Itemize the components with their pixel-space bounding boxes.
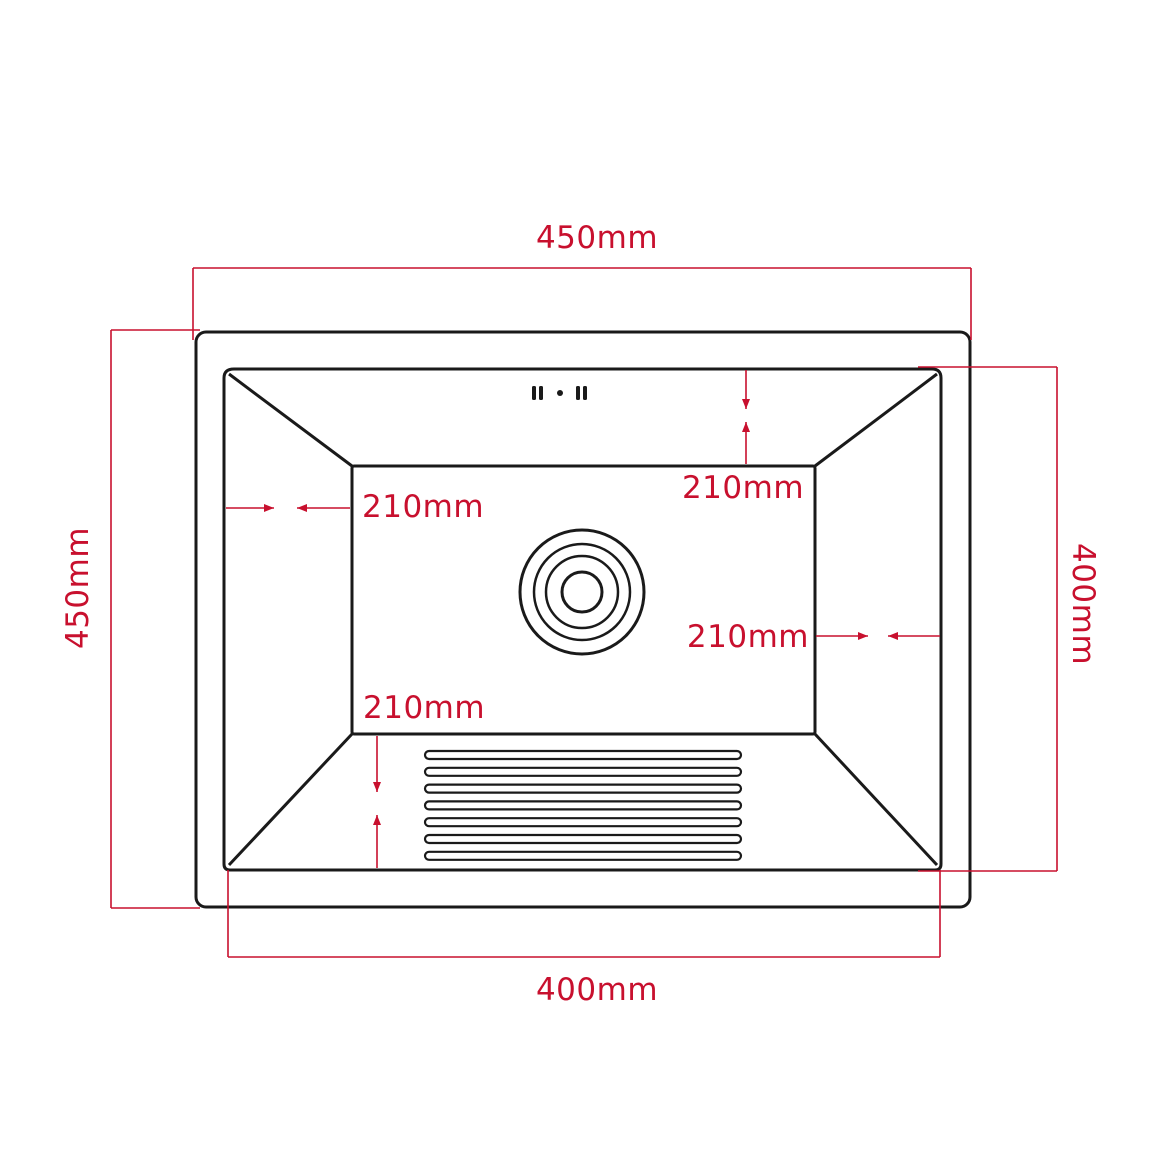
corner-line-bottom-right xyxy=(813,732,939,867)
dim-inner-left: 210mm xyxy=(226,489,484,525)
corner-line-top-right xyxy=(814,372,938,468)
dim-bottom-width: 400mm xyxy=(227,870,941,1008)
dim-inner-bottom: 210mm xyxy=(363,690,485,868)
washboard-rib xyxy=(423,766,743,777)
washboard-rib xyxy=(423,833,743,845)
label-left-height: 450mm xyxy=(60,527,96,649)
washboard-rib xyxy=(423,783,743,794)
dim-left-height: 450mm xyxy=(60,329,200,909)
corner-line-top-left xyxy=(228,372,353,468)
corner-line-bottom-left xyxy=(227,732,354,867)
label-right-height: 400mm xyxy=(1065,543,1101,665)
washboard-rib xyxy=(423,817,743,828)
label-inner-bottom: 210mm xyxy=(363,690,485,726)
label-bottom-width: 400mm xyxy=(536,972,658,1008)
dim-inner-right: 210mm xyxy=(687,619,940,655)
dim-top-width: 450mm xyxy=(192,220,972,340)
label-top-width: 450mm xyxy=(536,220,658,256)
washboard-rib xyxy=(423,800,743,811)
washboard-rib xyxy=(423,749,743,761)
overflow-icon xyxy=(532,386,587,400)
outer-rim xyxy=(194,330,972,909)
washboard-ribs xyxy=(423,749,743,861)
dim-inner-top: 210mm xyxy=(682,370,804,506)
inner-basin-outline xyxy=(222,367,943,872)
drain-icon xyxy=(518,528,646,656)
label-inner-right: 210mm xyxy=(687,619,809,655)
dim-right-height: 400mm xyxy=(918,366,1101,872)
washboard-rib xyxy=(423,850,743,861)
label-inner-top: 210mm xyxy=(682,470,804,506)
basin-floor xyxy=(350,464,817,736)
label-inner-left: 210mm xyxy=(362,489,484,525)
